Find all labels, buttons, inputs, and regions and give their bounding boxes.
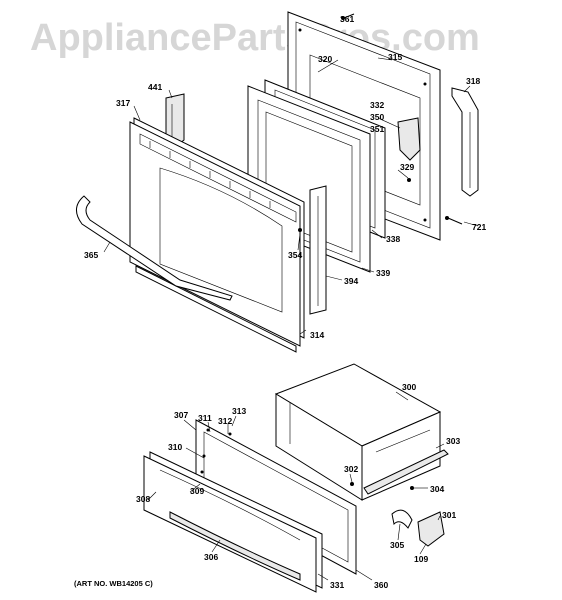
part-label-305: 305 [390, 540, 404, 550]
part-label-354: 354 [288, 250, 302, 260]
part-label-314: 314 [310, 330, 324, 340]
part-label-302: 302 [344, 464, 358, 474]
drawer-leader-lines [147, 391, 445, 581]
part-label-350: 350 [370, 112, 384, 122]
drawer-front-panel-part [143, 451, 323, 593]
part-label-331: 331 [330, 580, 344, 590]
part-label-317: 317 [116, 98, 130, 108]
part-label-301: 301 [442, 510, 456, 520]
part-label-721: 721 [472, 222, 486, 232]
part-label-304: 304 [430, 484, 444, 494]
door-side-channel-part [309, 185, 327, 315]
drawer-body-part [274, 363, 442, 501]
part-label-394: 394 [344, 276, 358, 286]
part-label-300: 300 [402, 382, 416, 392]
part-label-332: 332 [370, 100, 384, 110]
oven-door-handle-part [76, 195, 233, 301]
part-label-306: 306 [204, 552, 218, 562]
oven-door-outer-panel-part [129, 117, 305, 353]
part-label-320: 320 [318, 54, 332, 64]
part-label-338: 338 [386, 234, 400, 244]
door-screws-part [298, 13, 463, 232]
part-label-310: 310 [168, 442, 182, 452]
part-label-441: 441 [148, 82, 162, 92]
art-number-label: (ART NO. WB14205 C) [74, 579, 153, 588]
part-label-313: 313 [232, 406, 246, 416]
part-label-365: 365 [84, 250, 98, 260]
part-label-361: 361 [340, 14, 354, 24]
door-gasket-channel-part [451, 87, 479, 197]
part-label-307: 307 [174, 410, 188, 420]
drawer-slide-rail-part [363, 449, 449, 495]
part-label-351: 351 [370, 124, 384, 134]
part-label-303: 303 [446, 436, 460, 446]
part-label-329: 329 [400, 162, 414, 172]
part-label-315: 315 [388, 52, 402, 62]
part-label-311: 311 [198, 413, 212, 423]
part-label-308: 308 [136, 494, 150, 504]
drawer-bracket-part [350, 482, 445, 547]
part-label-309: 309 [190, 486, 204, 496]
part-label-318: 318 [466, 76, 480, 86]
part-label-109: 109 [414, 554, 428, 564]
watermark-text: AppliancePartsPros.com [30, 17, 480, 59]
door-leader-lines [103, 57, 479, 335]
hinge-bracket-part [397, 117, 421, 161]
part-label-339: 339 [376, 268, 390, 278]
part-label-312: 312 [218, 416, 232, 426]
part-label-360: 360 [374, 580, 388, 590]
